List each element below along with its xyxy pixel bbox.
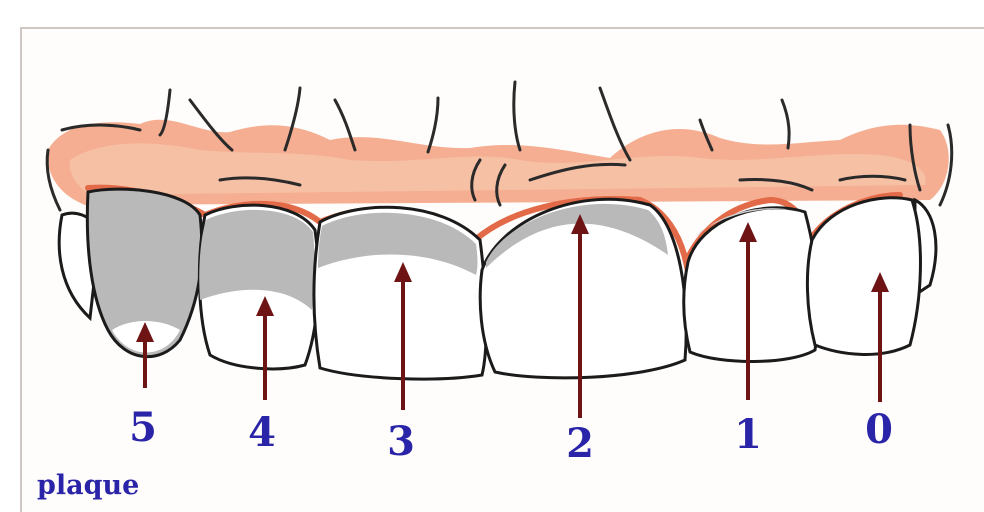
stage-label-3: 3 [387, 418, 415, 465]
tooth-stage-3 [314, 207, 486, 379]
tooth-stage-0 [807, 198, 920, 355]
stage-label-0: 0 [865, 406, 893, 453]
tooth-stage-4 [199, 205, 318, 369]
stage-label-2: 2 [566, 420, 594, 467]
stage-label-1: 1 [734, 411, 762, 458]
stage-label-5: 5 [129, 404, 157, 451]
stage-label-4: 4 [248, 409, 276, 456]
plaque-label: plaque [37, 470, 139, 502]
